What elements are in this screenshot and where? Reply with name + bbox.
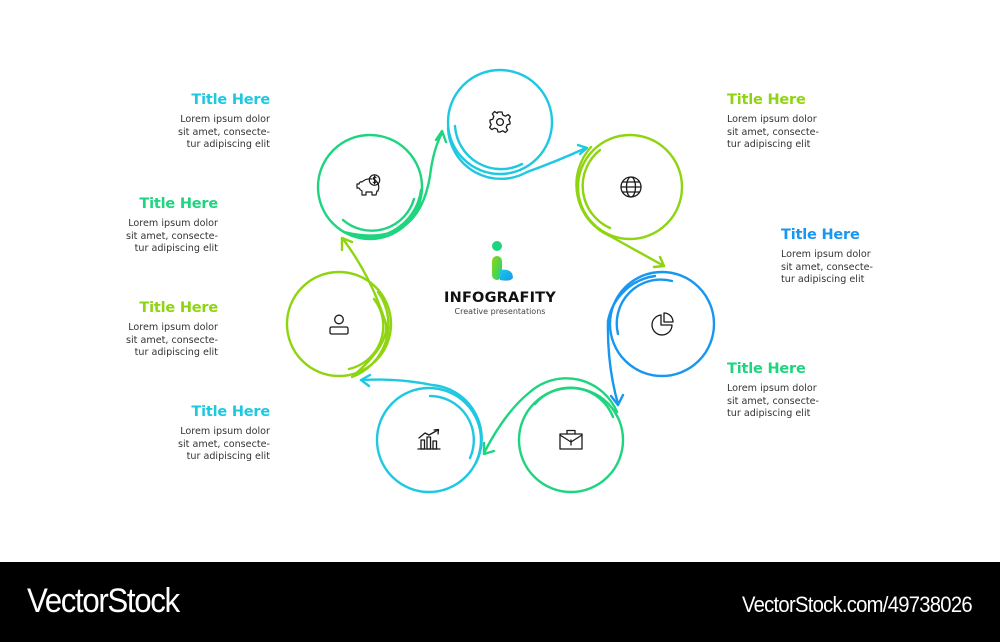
piggy-bank-icon: [356, 174, 381, 196]
desc-line: Lorem ipsum dolor: [727, 114, 817, 125]
footer-brand: VectorStock: [27, 582, 180, 620]
user-icon: [329, 314, 349, 335]
text-block-5: Title Here Lorem ipsum dolor sit amet, c…: [727, 91, 877, 152]
cycle-diagram: [285, 68, 716, 494]
block-description: Lorem ipsum dolor sit amet, consecte- tu…: [68, 218, 218, 256]
block-title: Title Here: [139, 196, 218, 212]
desc-line: sit amet, consecte-: [178, 126, 270, 138]
desc-line: sit amet, consecte-: [126, 334, 218, 346]
text-block-piggy: Title Here Lorem ipsum dolor sit amet, c…: [120, 91, 270, 152]
text-block-7: Title Here Lorem ipsum dolor sit amet, c…: [727, 360, 877, 421]
watermark-footer: VectorStock VectorStock.com/49738026: [0, 562, 1000, 642]
step-4-briefcase: [482, 377, 625, 494]
desc-line: sit amet, consecte-: [727, 126, 819, 138]
block-description: Lorem ipsum dolor sit amet, consecte- tu…: [120, 114, 270, 152]
globe-icon: [620, 176, 642, 198]
text-block-3: Title Here Lorem ipsum dolor sit amet, c…: [68, 299, 218, 360]
briefcase-icon: [559, 429, 583, 450]
text-block-6: Title Here Lorem ipsum dolor sit amet, c…: [781, 226, 931, 287]
block-description: Lorem ipsum dolor sit amet, consecte- tu…: [727, 383, 877, 421]
desc-line: sit amet, consecte-: [781, 261, 873, 273]
desc-line: sit amet, consecte-: [178, 438, 270, 450]
infografity-logo-icon: [492, 241, 513, 281]
bar-chart-growth-icon: [417, 428, 441, 450]
block-title: Title Here: [727, 361, 806, 377]
gear-icon: [488, 110, 512, 134]
block-title: Title Here: [139, 300, 218, 316]
desc-line: Lorem ipsum dolor: [180, 426, 270, 437]
step-1-gear: [446, 68, 589, 180]
desc-line: tur adipiscing elit: [781, 274, 865, 285]
block-title: Title Here: [781, 227, 860, 243]
block-title: Title Here: [191, 404, 270, 420]
desc-line: tur adipiscing elit: [134, 347, 218, 358]
desc-line: Lorem ipsum dolor: [727, 383, 817, 394]
desc-line: tur adipiscing elit: [134, 243, 218, 254]
step-6-user: [285, 236, 393, 379]
step-2-globe: [575, 133, 684, 269]
step-5-bar-chart: [359, 373, 483, 494]
block-description: Lorem ipsum dolor sit amet, consecte- tu…: [68, 322, 218, 360]
block-description: Lorem ipsum dolor sit amet, consecte- tu…: [120, 426, 270, 464]
desc-line: Lorem ipsum dolor: [128, 218, 218, 229]
desc-line: Lorem ipsum dolor: [180, 114, 270, 125]
step-7-piggy-bank: [316, 129, 448, 241]
desc-line: tur adipiscing elit: [186, 139, 270, 150]
desc-line: tur adipiscing elit: [727, 408, 811, 419]
footer-url: VectorStock.com/49738026: [742, 592, 973, 617]
block-description: Lorem ipsum dolor sit amet, consecte- tu…: [781, 249, 931, 287]
text-block-2: Title Here Lorem ipsum dolor sit amet, c…: [68, 195, 218, 256]
step-3-pie: [606, 270, 716, 407]
desc-line: tur adipiscing elit: [727, 139, 811, 150]
block-title: Title Here: [727, 92, 806, 108]
text-block-4: Title Here Lorem ipsum dolor sit amet, c…: [120, 403, 270, 464]
desc-line: Lorem ipsum dolor: [128, 322, 218, 333]
pie-chart-icon: [651, 312, 674, 336]
infographic-canvas: INFOGRAFITY Creative presentations Title…: [68, 68, 931, 494]
brand-tagline: Creative presentations: [454, 307, 546, 316]
center-brand: INFOGRAFITY Creative presentations: [430, 286, 570, 316]
desc-line: Lorem ipsum dolor: [781, 249, 871, 260]
block-title: Title Here: [191, 92, 270, 108]
desc-line: sit amet, consecte-: [727, 395, 819, 407]
brand-name: INFOGRAFITY: [444, 290, 556, 306]
desc-line: tur adipiscing elit: [186, 451, 270, 462]
desc-line: sit amet, consecte-: [126, 230, 218, 242]
block-description: Lorem ipsum dolor sit amet, consecte- tu…: [727, 114, 877, 152]
